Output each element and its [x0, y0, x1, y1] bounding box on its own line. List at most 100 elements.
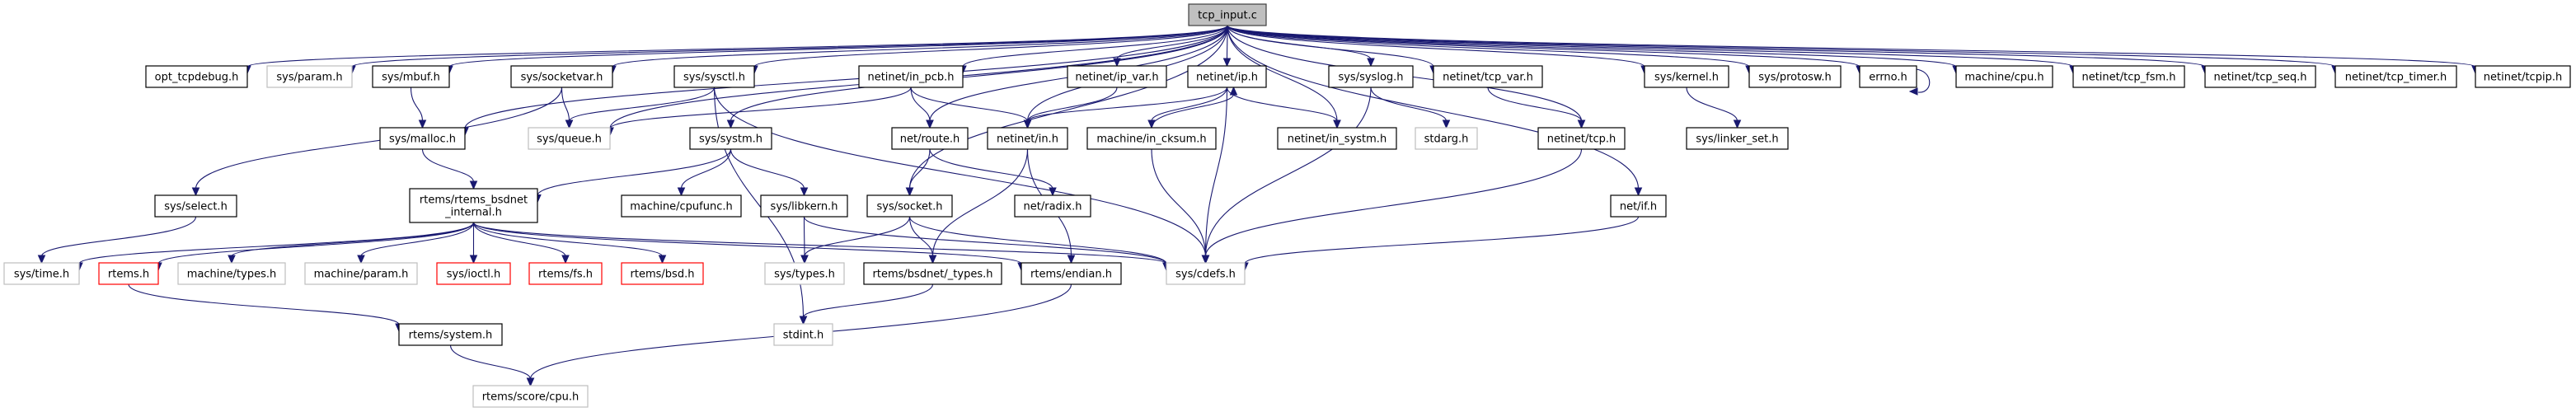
- node-label: machine/in_cksum.h: [1096, 133, 1206, 146]
- node-box: [858, 65, 964, 88]
- node-netinet-tcp-var[interactable]: netinet/tcp_var.h: [1433, 65, 1543, 88]
- edge-line: [908, 216, 934, 257]
- node-sys-sysctl[interactable]: sys/sysctl.h: [673, 65, 755, 88]
- edge-arrowhead: [726, 119, 735, 129]
- node-netinet-tcp-fsm[interactable]: netinet/tcp_fsm.h: [2072, 65, 2185, 88]
- node-netinet-ip[interactable]: netinet/ip.h: [1187, 65, 1267, 88]
- edge-netinet-ip-to-sys-cdefs: [1201, 87, 1228, 265]
- node-sys-mbuf[interactable]: sys/mbuf.h: [372, 65, 450, 88]
- node-machine-types[interactable]: machine/types.h: [177, 262, 286, 285]
- node-rtems-endian[interactable]: rtems/endian.h: [1021, 262, 1122, 285]
- node-box: [154, 194, 237, 218]
- edge-line: [1227, 25, 1338, 122]
- edge-tcp-input-to-sys-systm: [726, 25, 1228, 129]
- edge-arrowhead: [1229, 86, 1238, 96]
- node-machine-cpufunc[interactable]: machine/cpufunc.h: [621, 194, 742, 218]
- node-sys-types[interactable]: sys/types.h: [764, 262, 845, 285]
- node-label: sys/time.h: [14, 269, 69, 281]
- node-sys-param[interactable]: sys/param.h: [266, 65, 353, 88]
- node-sys-linker-set[interactable]: sys/linker_set.h: [1686, 127, 1789, 150]
- node-box: [621, 262, 704, 285]
- node-label: rtems/rtems_bsdnet: [420, 194, 528, 207]
- node-stdarg[interactable]: stdarg.h: [1415, 127, 1478, 150]
- node-rtems-h[interactable]: rtems.h: [98, 262, 159, 285]
- node-sys-select[interactable]: sys/select.h: [154, 194, 237, 218]
- node-net-radix[interactable]: net/radix.h: [1014, 194, 1091, 218]
- edge-arrowhead: [677, 187, 686, 197]
- node-rtems-system[interactable]: rtems/system.h: [398, 323, 503, 346]
- edge-sys-syslog-to-sys-cdefs: [1201, 87, 1372, 265]
- node-netinet-tcp[interactable]: netinet/tcp.h: [1537, 127, 1626, 150]
- node-sys-ioctl[interactable]: sys/ioctl.h: [436, 262, 511, 285]
- edge-net-route-to-sys-socket: [905, 148, 931, 197]
- edge-line: [908, 148, 931, 190]
- node-netinet-ip-var[interactable]: netinet/ip_var.h: [1067, 65, 1167, 88]
- node-sys-queue[interactable]: sys/queue.h: [528, 127, 611, 150]
- node-sys-protosw[interactable]: sys/protosw.h: [1748, 65, 1842, 88]
- node-box: [1537, 127, 1626, 150]
- edge-arrowhead: [1634, 187, 1643, 197]
- node-machine-cpu[interactable]: machine/cpu.h: [1955, 65, 2053, 88]
- edge-line: [1227, 25, 2476, 68]
- edge-arrowhead: [1442, 119, 1451, 129]
- node-machine-in-cksum[interactable]: machine/in_cksum.h: [1086, 127, 1217, 150]
- edge-line: [1370, 87, 1448, 122]
- node-sys-cdefs[interactable]: sys/cdefs.h: [1166, 262, 1246, 285]
- node-label: net/if.h: [1620, 201, 1657, 213]
- edge-line: [730, 25, 1228, 122]
- node-box: [266, 65, 353, 88]
- node-sys-socket[interactable]: sys/socket.h: [866, 194, 953, 218]
- edge-line: [472, 222, 566, 257]
- node-netinet-in-systm[interactable]: netinet/in_systm.h: [1277, 127, 1397, 150]
- node-machine-param[interactable]: machine/param.h: [304, 262, 418, 285]
- node-sys-time[interactable]: sys/time.h: [3, 262, 80, 285]
- node-errno[interactable]: errno.h: [1859, 65, 1917, 88]
- node-rtems-bsdnet-internal[interactable]: rtems/rtems_bsdnet_internal.h: [409, 188, 538, 223]
- edge-line: [1227, 25, 2206, 68]
- edge-netinet-ip-to-netinet-in: [1023, 87, 1228, 129]
- node-label: rtems/score/cpu.h: [482, 391, 579, 404]
- node-net-if[interactable]: net/if.h: [1610, 194, 1667, 218]
- edge-rtems-system-to-rtems-score-cpu: [449, 344, 535, 387]
- node-rtems-bsdnet-types[interactable]: rtems/bsdnet/_types.h: [863, 262, 1002, 285]
- edge-line: [713, 87, 1207, 257]
- node-netinet-tcpip[interactable]: netinet/tcpip.h: [2475, 65, 2571, 88]
- node-rtems-fs[interactable]: rtems/fs.h: [528, 262, 603, 285]
- node-label: sys/socketvar.h: [521, 72, 603, 84]
- node-label: netinet/in_systm.h: [1288, 133, 1387, 146]
- node-sys-syslog[interactable]: sys/syslog.h: [1328, 65, 1414, 88]
- edge-sys-systm-to-sys-libkern: [730, 148, 809, 197]
- edge-arrowhead: [469, 180, 478, 190]
- edge-line: [1227, 25, 1645, 68]
- node-opt-tcpdebug[interactable]: opt_tcpdebug.h: [145, 65, 248, 88]
- node-net-route[interactable]: net/route.h: [891, 127, 969, 150]
- node-box: [98, 262, 159, 285]
- node-rtems-bsd[interactable]: rtems/bsd.h: [621, 262, 704, 285]
- node-sys-libkern[interactable]: sys/libkern.h: [760, 194, 848, 218]
- edge-sys-socketvar-to-sys-select: [191, 87, 563, 197]
- node-box: [372, 65, 450, 88]
- edge-line: [568, 87, 716, 122]
- node-rtems-score-cpu[interactable]: rtems/score/cpu.h: [472, 385, 589, 408]
- edge-rtems-bsdnet-internal-to-rtems-fs: [472, 222, 570, 265]
- node-netinet-in[interactable]: netinet/in.h: [987, 127, 1068, 150]
- node-netinet-in-pcb[interactable]: netinet/in_pcb.h: [858, 65, 964, 88]
- edge-line: [804, 216, 911, 257]
- node-sys-kernel[interactable]: sys/kernel.h: [1644, 65, 1729, 88]
- edge-tcp-input-to-net-if: [1227, 25, 1643, 197]
- edge-arrowhead: [1908, 87, 1918, 96]
- node-sys-malloc[interactable]: sys/malloc.h: [379, 127, 466, 150]
- node-label: rtems/system.h: [409, 330, 493, 342]
- node-netinet-tcp-seq[interactable]: netinet/tcp_seq.h: [2204, 65, 2316, 88]
- node-sys-systm[interactable]: sys/systm.h: [689, 127, 772, 150]
- node-sys-socketvar[interactable]: sys/socketvar.h: [510, 65, 613, 88]
- edge-line: [1204, 87, 1228, 257]
- node-stdint[interactable]: stdint.h: [773, 323, 833, 346]
- edge-arrowhead: [561, 255, 570, 265]
- edge-sys-socket-to-sys-cdefs: [908, 216, 1171, 272]
- edge-sys-sysctl-to-sys-queue: [565, 87, 716, 129]
- node-tcp-input[interactable]: tcp_input.c: [1188, 3, 1267, 26]
- node-box: [1955, 65, 2053, 88]
- node-label: rtems/fs.h: [538, 269, 593, 281]
- node-netinet-tcp-timer[interactable]: netinet/tcp_timer.h: [2334, 65, 2457, 88]
